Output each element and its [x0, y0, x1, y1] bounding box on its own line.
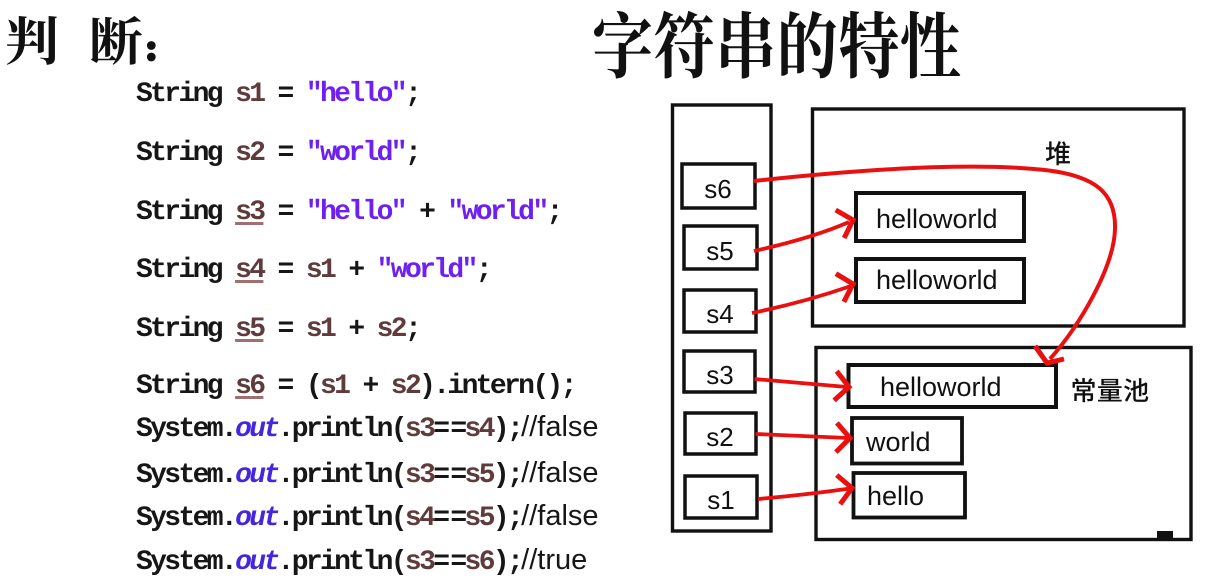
svg-text:s4: s4	[706, 299, 733, 329]
svg-text:helloworld: helloworld	[876, 265, 998, 295]
svg-text:helloworld: helloworld	[880, 372, 1002, 402]
svg-text:s6: s6	[704, 174, 731, 204]
svg-text:s2: s2	[706, 422, 733, 452]
svg-text:s5: s5	[706, 236, 733, 266]
svg-text:helloworld: helloworld	[876, 204, 998, 234]
svg-text:s1: s1	[707, 485, 734, 515]
svg-text:hello: hello	[867, 481, 924, 511]
svg-text:world: world	[865, 427, 931, 457]
svg-text:s3: s3	[706, 360, 733, 390]
